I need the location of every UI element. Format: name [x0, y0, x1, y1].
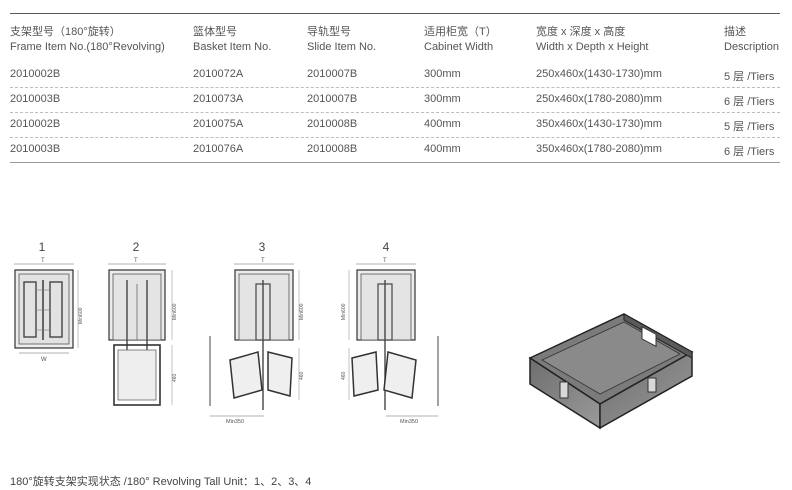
dim-label-min600: Min600 [299, 303, 305, 320]
cabinet-closed-drawing: T Min600 W [14, 258, 84, 363]
cell-frame-item: 2010002B [10, 118, 61, 130]
diagram-state-3: 3 T Min600 460 Min350 [200, 240, 320, 425]
header-slide-item-en: Slide Item No. [307, 41, 377, 53]
basket-product-image [520, 300, 700, 440]
cell-basket-item: 2010075A [193, 118, 244, 130]
diagram-number: 1 [38, 240, 46, 254]
header-frame-item-cn: 支架型号（180°旋转） [10, 26, 121, 38]
diagram-caption: 180°旋转支架实现状态 /180° Revolving Tall Unit：1… [10, 476, 312, 488]
cell-dimensions: 350x460x(1780-2080)mm [536, 143, 662, 155]
cabinet-revolved-right-drawing: T Min600 460 Min350 [341, 258, 439, 425]
cell-slide-item: 2010007B [307, 93, 358, 105]
table-row: 2010003B 2010076A 2010008B 400mm 350x460… [10, 137, 780, 163]
diagram-state-4: 4 T Min600 460 Min350 [330, 240, 450, 425]
diagram-number: 4 [382, 240, 390, 254]
dim-label-min350: Min350 [226, 419, 244, 425]
cell-description: 6 层 /Tiers [724, 96, 775, 108]
header-description-en: Description [724, 41, 780, 53]
header-description: 描述 Description [724, 25, 779, 55]
header-basket-item-cn: 篮体型号 [193, 26, 237, 38]
header-frame-item: 支架型号（180°旋转） Frame Item No.(180°Revolving… [10, 25, 165, 55]
dim-label-460: 460 [299, 371, 305, 380]
header-description-cn: 描述 [724, 26, 746, 38]
cell-basket-item: 2010076A [193, 143, 244, 155]
cabinet-pulled-drawing: T Min600 460 [108, 258, 178, 406]
cell-description: 5 层 /Tiers [724, 121, 775, 133]
dim-label-min600: Min600 [78, 307, 84, 324]
header-frame-item-en: Frame Item No.(180°Revolving) [10, 41, 165, 53]
dim-label-460: 460 [172, 373, 178, 382]
table-top-rule [10, 13, 780, 14]
cell-frame-item: 2010002B [10, 68, 61, 80]
table-row: 2010002B 2010072A 2010007B 300mm 250x460… [10, 62, 780, 88]
dim-label-460: 460 [341, 371, 347, 380]
cell-description: 6 层 /Tiers [724, 146, 775, 158]
cell-dimensions: 250x460x(1780-2080)mm [536, 93, 662, 105]
header-slide-item-cn: 导轨型号 [307, 26, 351, 38]
cell-cabinet-width: 400mm [424, 118, 461, 130]
cell-slide-item: 2010007B [307, 68, 358, 80]
cell-cabinet-width: 300mm [424, 93, 461, 105]
dim-label-min600: Min600 [341, 303, 347, 320]
cell-description: 5 层 /Tiers [724, 71, 775, 83]
header-dimensions-cn: 宽度 x 深度 x 高度 [536, 26, 626, 38]
header-basket-item: 篮体型号 Basket Item No. [193, 25, 271, 55]
table-bottom-rule [10, 162, 780, 163]
cell-slide-item: 2010008B [307, 118, 358, 130]
table-row: 2010003B 2010073A 2010007B 300mm 250x460… [10, 87, 780, 113]
dim-label-t: T [134, 258, 138, 264]
cell-dimensions: 250x460x(1430-1730)mm [536, 68, 662, 80]
cell-basket-item: 2010072A [193, 68, 244, 80]
dim-label-min350: Min350 [400, 419, 418, 425]
header-basket-item-en: Basket Item No. [193, 41, 272, 53]
header-dimensions-en: Width x Depth x Height [536, 41, 649, 53]
cell-frame-item: 2010003B [10, 143, 61, 155]
diagram-number: 3 [258, 240, 266, 254]
cell-cabinet-width: 400mm [424, 143, 461, 155]
header-slide-item: 导轨型号 Slide Item No. [307, 25, 376, 55]
cabinet-revolved-left-drawing: T Min600 460 Min350 [209, 258, 305, 425]
dim-label-min600: Min600 [172, 303, 178, 320]
cell-basket-item: 2010073A [193, 93, 244, 105]
table-row: 2010002B 2010075A 2010008B 400mm 350x460… [10, 112, 780, 138]
dim-label-t: T [383, 258, 387, 264]
dim-label-w: W [41, 357, 47, 363]
cell-frame-item: 2010003B [10, 93, 61, 105]
dim-label-t: T [41, 258, 45, 264]
cell-slide-item: 2010008B [307, 143, 358, 155]
header-cabinet-width-en: Cabinet Width [424, 41, 494, 53]
cell-cabinet-width: 300mm [424, 68, 461, 80]
header-cabinet-width-cn: 适用柜宽（T） [424, 26, 497, 38]
diagram-number: 2 [132, 240, 140, 254]
diagram-state-1: 1 T Min600 W [10, 240, 90, 410]
header-cabinet-width: 适用柜宽（T） Cabinet Width [424, 25, 497, 55]
cell-dimensions: 350x460x(1430-1730)mm [536, 118, 662, 130]
header-dimensions: 宽度 x 深度 x 高度 Width x Depth x Height [536, 25, 649, 55]
diagram-state-2: 2 T Min600 460 [102, 240, 192, 415]
dim-label-t: T [261, 258, 265, 264]
